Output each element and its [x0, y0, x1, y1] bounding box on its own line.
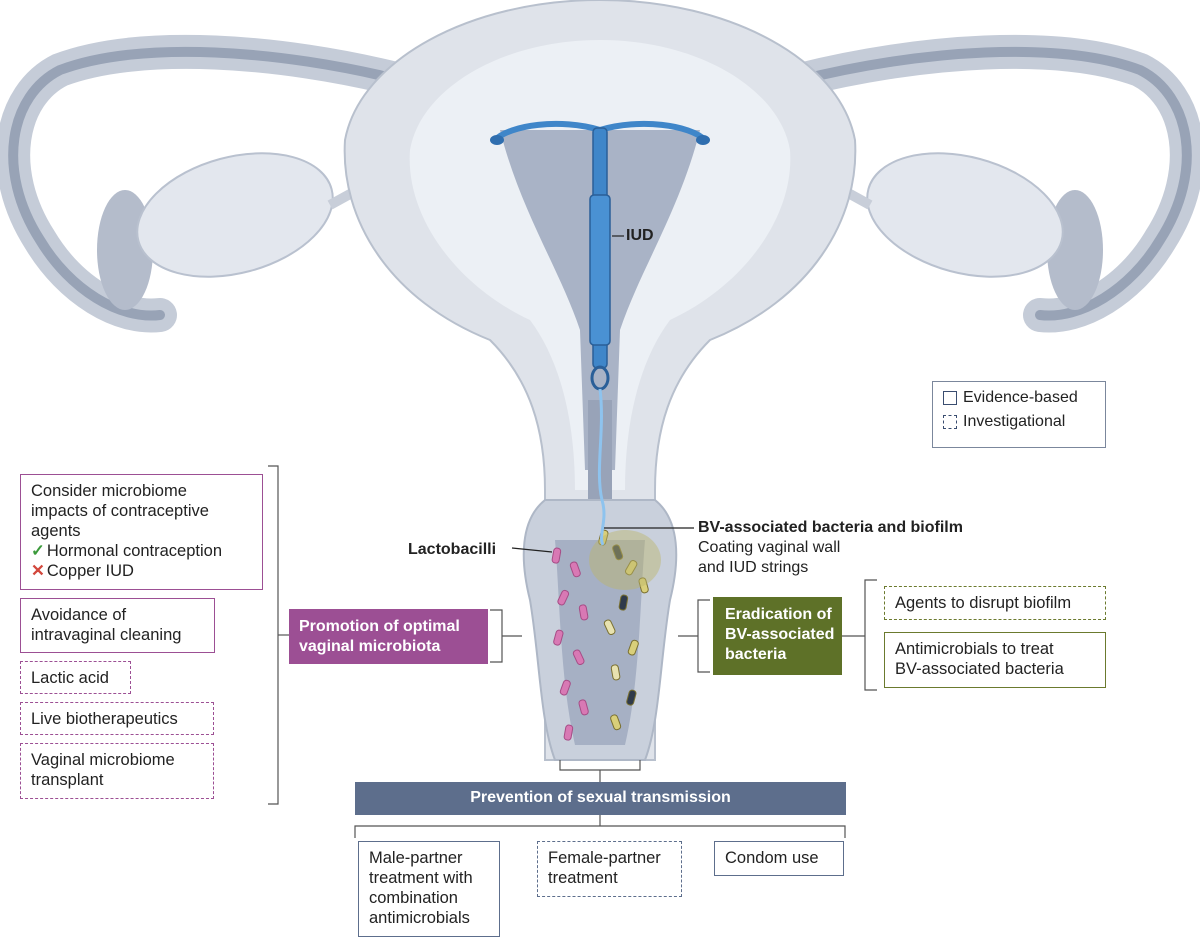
iud-label: IUD	[626, 227, 654, 244]
right-ovary	[866, 152, 1064, 278]
lactic-acid-box: Lactic acid	[20, 661, 131, 694]
hormonal-item: ✓Hormonal contraception	[31, 542, 223, 560]
bv-title: BV-associated bacteria and biofilm	[698, 519, 963, 536]
antimicrobials-box: Antimicrobials to treat BV-associated ba…	[884, 632, 1106, 688]
dashed-square-icon	[943, 415, 957, 429]
female-partner-box: Female-partner treatment	[537, 841, 682, 897]
legend-investigational: Investigational	[943, 410, 1095, 434]
solid-square-icon	[943, 391, 957, 405]
bv-subtitle-2: and IUD strings	[698, 559, 809, 576]
copper-item: ✕Copper IUD	[31, 562, 134, 580]
bv-annotation: BV-associated bacteria and biofilm Coati…	[698, 518, 963, 578]
legend-evidence: Evidence-based	[943, 386, 1095, 410]
left-ovary	[136, 152, 334, 278]
check-icon: ✓	[31, 542, 45, 560]
live-biotherapeutics-box: Live biotherapeutics	[20, 702, 214, 735]
transplant-box: Vaginal microbiome transplant	[20, 743, 214, 799]
promotion-banner: Promotion of optimal vaginal microbiota	[289, 609, 488, 664]
contraceptive-box: Consider microbiome impacts of contracep…	[20, 474, 263, 590]
prevention-banner: Prevention of sexual transmission	[355, 782, 846, 815]
iud-device	[490, 120, 710, 546]
biofilm-agents-box: Agents to disrupt biofilm	[884, 586, 1106, 620]
eradication-banner: Eradication of BV-associated bacteria	[713, 597, 842, 675]
bv-subtitle-1: Coating vaginal wall	[698, 539, 841, 556]
male-partner-box: Male-partner treatment with combination …	[358, 841, 500, 937]
condom-box: Condom use	[714, 841, 844, 876]
avoidance-box: Avoidance of intravaginal cleaning	[20, 598, 215, 653]
cross-icon: ✕	[31, 562, 45, 580]
legend: Evidence-based Investigational	[932, 381, 1106, 448]
lactobacilli-label: Lactobacilli	[408, 541, 497, 558]
